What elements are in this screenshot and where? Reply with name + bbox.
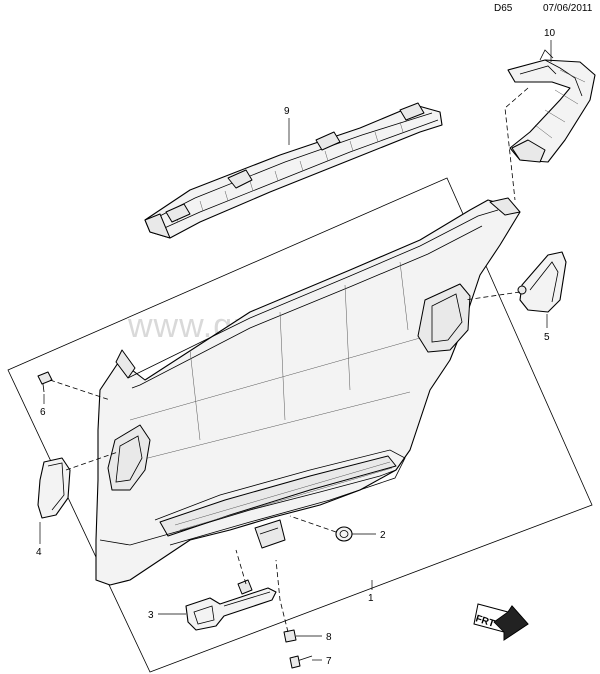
diagram-date: 07/06/2011: [543, 3, 593, 14]
callout-2: 2: [380, 530, 386, 541]
callout-10: 10: [544, 28, 556, 39]
callout-8: 8: [326, 632, 332, 643]
callout-6: 6: [40, 407, 46, 418]
callout-5: 5: [544, 332, 550, 343]
part-6-clip: [37, 371, 53, 393]
part-10-corner-trim: [507, 49, 596, 163]
callout-9: 9: [284, 106, 290, 117]
part-3-pull-handle: [185, 579, 277, 631]
part-4-left-cover: [37, 457, 71, 519]
part-7-screw: [289, 655, 313, 669]
install-line-6: [49, 379, 111, 401]
callout-3: 3: [148, 610, 154, 621]
part-2-grommet: [335, 526, 353, 542]
install-line-3: [235, 549, 247, 585]
install-line-10: [504, 87, 529, 201]
callout-7: 7: [326, 656, 332, 667]
part-8-clip: [283, 629, 297, 643]
front-direction-arrow-icon: FRT: [473, 603, 529, 641]
install-line-2: [289, 515, 337, 533]
callout-4: 4: [36, 547, 42, 558]
install-line-5: [464, 291, 521, 301]
part-9-upper-trim: [144, 102, 443, 239]
diagram-code: D65: [494, 3, 513, 14]
part-1-liftgate-panel: [95, 197, 521, 586]
callout-1: 1: [368, 593, 374, 604]
install-line-8: [275, 559, 289, 633]
part-5-right-cover: [517, 251, 567, 313]
install-line-4: [65, 451, 119, 471]
